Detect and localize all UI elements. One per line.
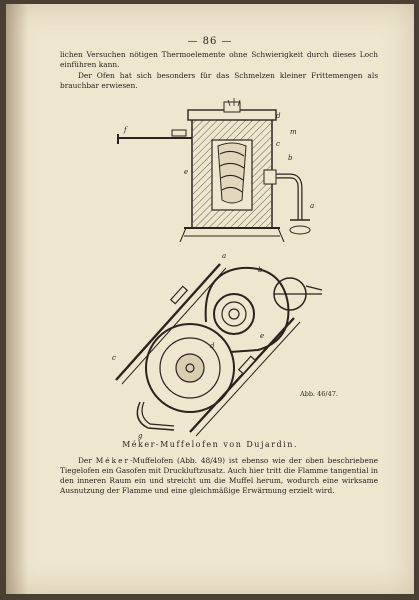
plan-label-c: c [112, 354, 116, 362]
body-rest: -Muffelofen (Abb. 48/49) ist ebenso wie … [60, 456, 378, 495]
plan-label-e: e [260, 332, 264, 340]
paragraph-meker: Der Méker-Muffelofen (Abb. 48/49) ist eb… [60, 456, 378, 496]
plan-label-b: b [258, 266, 263, 274]
plan-label-d: d [210, 342, 215, 350]
label-f: f [123, 126, 128, 134]
label-c: c [276, 140, 280, 148]
figure-caption: Abb. 46/47. [300, 390, 338, 398]
body-name: Méker [95, 456, 131, 465]
plan-label-g: g [138, 432, 143, 440]
paragraph-continued: lichen Versuchen nötigen Thermoelemente … [60, 50, 378, 69]
label-m: m [290, 128, 297, 136]
book-page: — 86 — lichen Versuchen nötigen Thermoel… [6, 4, 414, 594]
page-spine-shadow [6, 4, 28, 594]
furnace-cross-section-figure: f e d c m b a [117, 98, 314, 243]
page-number: — 86 — [187, 36, 233, 47]
furnace-plan-view-figure: a b c d e g [112, 252, 323, 440]
label-b: b [288, 154, 293, 162]
plan-label-a: a [222, 252, 226, 260]
label-a: a [310, 202, 314, 210]
paragraph-frit: Der Ofen hat sich besonders für das Schm… [60, 71, 378, 90]
label-e: e [184, 168, 188, 176]
section-title: Méker-Muffelofen von Dujardin. [122, 440, 298, 449]
body-lead: Der [78, 456, 92, 465]
label-d: d [276, 112, 281, 120]
